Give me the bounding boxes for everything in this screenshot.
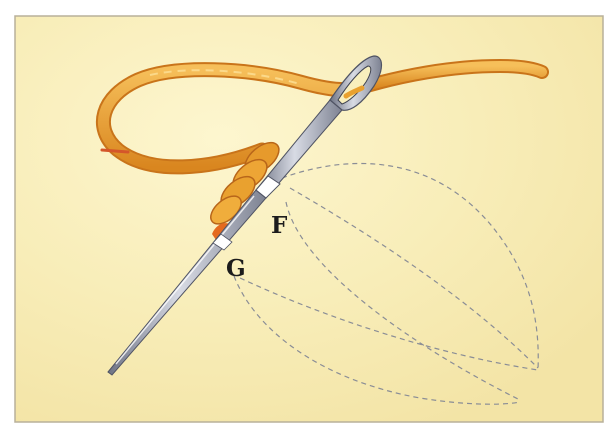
point-label-f: F [271,214,287,237]
point-label-g: G [226,257,246,280]
thread-end [102,150,128,152]
